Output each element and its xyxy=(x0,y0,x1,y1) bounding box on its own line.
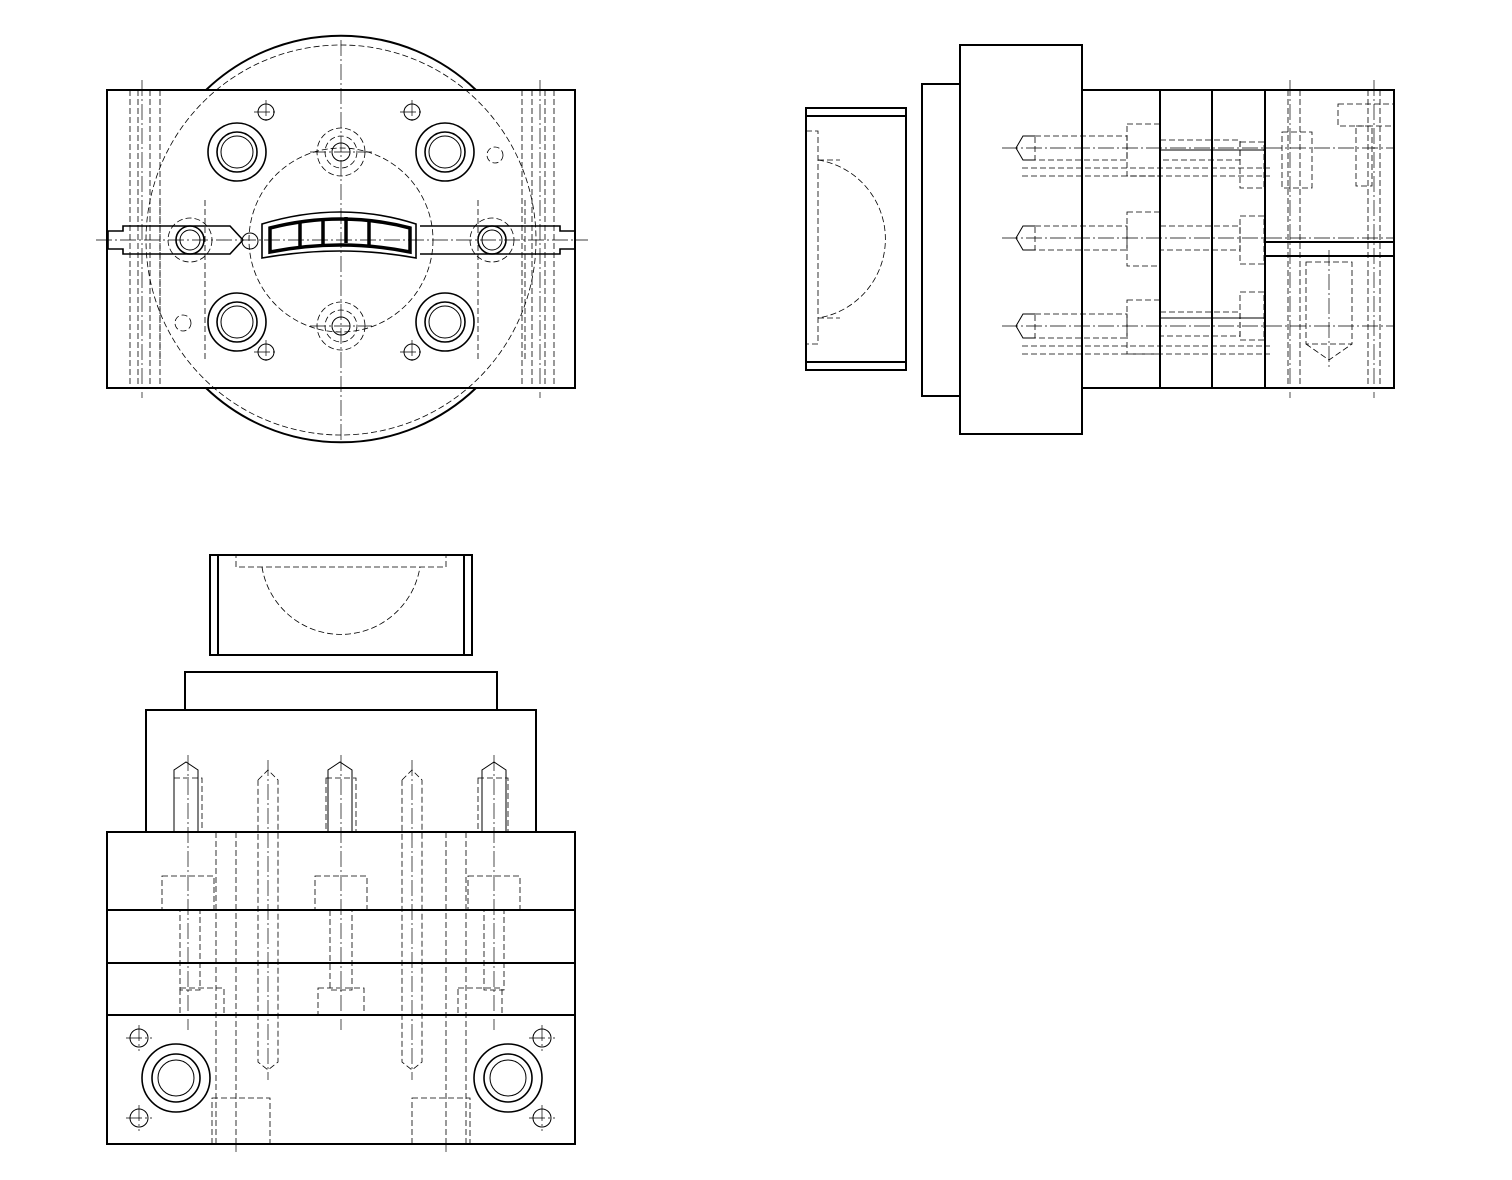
top-view-bolt-hole-lower-right xyxy=(415,292,475,352)
front-view-locating-ring xyxy=(184,671,498,711)
top-view-bolt-hole-upper-left xyxy=(207,122,267,182)
side-view-nozzle-body xyxy=(805,107,907,371)
side-view-bolts xyxy=(1002,123,1394,355)
top-view-bolt-hole-lower-left xyxy=(207,292,267,352)
front-view-plate-d xyxy=(106,1014,576,1145)
top-view-flange-arc-top xyxy=(205,34,477,91)
side-view-plate-c xyxy=(1211,89,1266,389)
front-view-bolt-hole-left xyxy=(141,1043,211,1113)
front-view-bolt-right xyxy=(457,755,521,1030)
front-view-bolt-left xyxy=(161,755,225,1030)
top-view-bolt-hole-upper-right xyxy=(415,122,475,182)
top-view xyxy=(96,34,588,444)
front-view-ejector-pin-left xyxy=(257,760,279,1080)
front-view-hidden-lines xyxy=(211,832,471,1152)
top-view-dowel-holes xyxy=(174,100,504,364)
side-view-top-clamp-plate xyxy=(959,44,1083,435)
side-view-sprue-dome xyxy=(817,159,886,319)
front-view-nozzle-body xyxy=(209,554,473,656)
front-view-dowel-holes xyxy=(126,1025,555,1131)
side-view-ejector-pins xyxy=(1022,149,1270,355)
front-view-bolt-center xyxy=(314,755,368,1030)
top-view-center-hidden-hole-bottom xyxy=(310,301,372,351)
front-view-ejector-pin-right xyxy=(401,760,423,1080)
side-view-plate-d xyxy=(1264,89,1395,389)
side-view-plate-b xyxy=(1159,89,1213,389)
top-view-molded-part xyxy=(241,211,417,259)
top-view-flange-arc-bottom xyxy=(205,387,477,444)
side-view-plate-a xyxy=(1081,89,1161,389)
side-view-right-detail xyxy=(1281,80,1395,398)
front-view xyxy=(106,554,576,1152)
side-view-locating-ring xyxy=(921,83,961,397)
front-view-sprue-dome xyxy=(261,566,421,635)
front-view-bolt-hole-right xyxy=(473,1043,543,1113)
top-view-center-hidden-hole-top xyxy=(310,127,372,177)
side-view xyxy=(805,44,1395,435)
top-view-slider-left xyxy=(107,200,244,360)
top-view-slider-right xyxy=(420,200,576,360)
